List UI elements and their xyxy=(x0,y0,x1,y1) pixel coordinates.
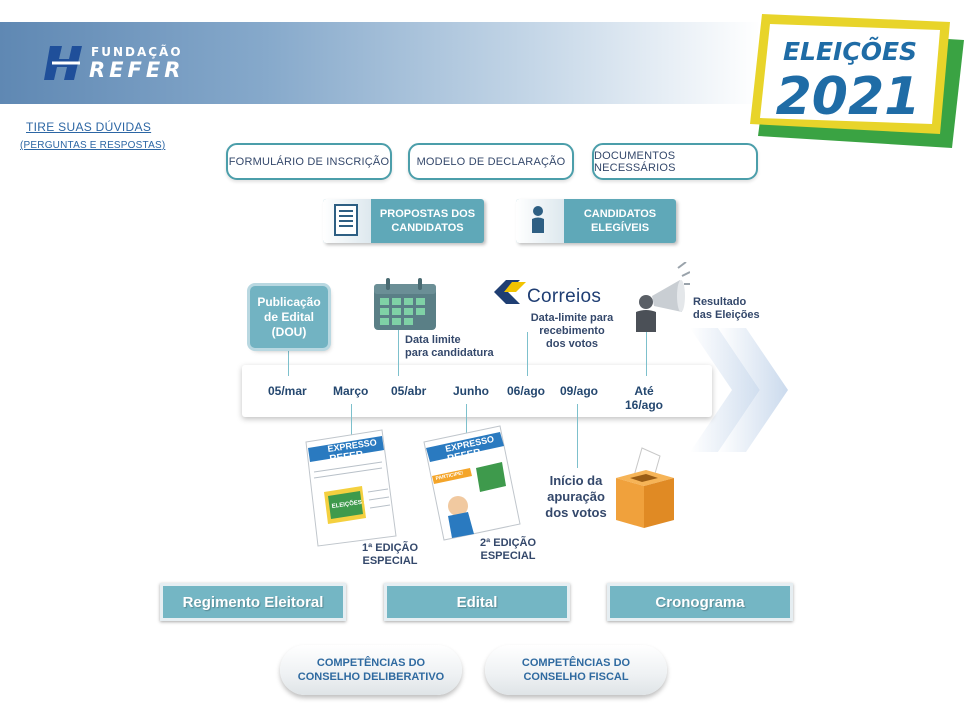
note-line: para candidatura xyxy=(405,347,494,359)
refer-logo-icon xyxy=(44,46,82,80)
magazine-subtitle: REFER xyxy=(329,449,365,465)
faq-sublink[interactable]: (PERGUNTAS E RESPOSTAS) xyxy=(20,140,166,151)
edition-line: ESPECIAL xyxy=(362,555,418,567)
timeline-date: 09/ago xyxy=(560,384,599,398)
magazine-banner: PARTICIPE! xyxy=(435,470,464,482)
registration-form-button[interactable]: FORMULÁRIO DE INSCRIÇÃO xyxy=(226,143,392,180)
required-documents-button[interactable]: DOCUMENTOS NECESSÁRIOS xyxy=(592,143,758,180)
magazine-edition1-image: EXPRESSO REFER ELEIÇÕES 2021 xyxy=(305,429,397,547)
timeline-band xyxy=(242,365,712,417)
votes-deadline-note: Data-limite para recebimento dos votos xyxy=(522,312,622,351)
logo-text-fundacao: FUNDAÇÃO xyxy=(91,45,183,59)
badge-year: 2021 xyxy=(776,67,921,127)
header-banner xyxy=(0,22,760,104)
logo-text-refer: REFER xyxy=(89,58,185,82)
fiscal-council-button[interactable]: COMPETÊNCIAS DO CONSELHO FISCAL xyxy=(485,645,667,695)
button-line: COMPETÊNCIAS DO xyxy=(316,657,426,669)
magazine-edition2-image: EXPRESSO REFER PARTICIPE! xyxy=(423,425,521,541)
person-icon xyxy=(516,199,564,243)
edition1-label: 1ª EDIÇÃO ESPECIAL xyxy=(362,542,418,568)
fundacao-refer-logo[interactable]: FUNDAÇÃO REFER xyxy=(44,44,204,84)
document-list-icon xyxy=(323,199,371,243)
badge-title: ELEIÇÕES xyxy=(783,36,917,66)
timeline-connector xyxy=(288,348,289,376)
candidacy-deadline-note: Data limite para candidatura xyxy=(405,334,494,360)
timeline-date: Março xyxy=(333,384,369,398)
timeline-connector xyxy=(527,332,528,376)
eligible-candidates-button[interactable]: CANDIDATOS ELEGÍVEIS xyxy=(516,199,676,243)
eleicoes-2021-badge: ELEIÇÕES 2021 xyxy=(750,14,964,148)
timeline-date: 05/abr xyxy=(391,384,427,398)
calendar-icon xyxy=(374,278,436,330)
electoral-regulations-button[interactable]: Regimento Eleitoral xyxy=(160,583,346,621)
note-line: dos votos xyxy=(546,338,598,350)
megaphone-announcer-icon xyxy=(636,262,690,332)
note-line: apuração xyxy=(547,489,605,504)
candidate-proposals-label: PROPOSTAS DOS CANDIDATOS xyxy=(379,208,476,234)
timeline-connector xyxy=(577,404,578,468)
timeline-connector xyxy=(398,328,399,376)
timeline-connector xyxy=(646,332,647,376)
correios-logo-icon xyxy=(494,280,526,304)
edition-line: 1ª EDIÇÃO xyxy=(362,542,419,554)
button-line: CONSELHO FISCAL xyxy=(523,671,629,683)
timeline-date: Junho xyxy=(453,384,489,398)
note-line: Início da xyxy=(549,473,603,488)
note-line: Resultado xyxy=(693,296,747,308)
eligible-candidates-label: CANDIDATOS ELEGÍVEIS xyxy=(583,208,657,234)
timeline-connector xyxy=(351,404,352,444)
note-line: recebimento xyxy=(539,325,605,337)
publication-box: Publicação de Edital (DOU) xyxy=(250,286,328,348)
edital-button[interactable]: Edital xyxy=(384,583,570,621)
correios-brand: Correios xyxy=(527,286,602,307)
candidate-proposals-button[interactable]: PROPOSTAS DOS CANDIDATOS xyxy=(323,199,484,243)
edition-line: ESPECIAL xyxy=(480,550,536,562)
timeline-date: 06/ago xyxy=(507,384,546,398)
election-results-note: Resultado das Eleições xyxy=(693,296,760,322)
note-line: das Eleições xyxy=(693,309,760,321)
deliberative-council-button[interactable]: COMPETÊNCIAS DO CONSELHO DELIBERATIVO xyxy=(280,645,462,695)
vote-counting-note: Início da apuração dos votos xyxy=(540,473,612,521)
button-line: COMPETÊNCIAS DO xyxy=(521,657,631,669)
ballot-box-icon xyxy=(616,447,674,528)
timeline-date: 05/mar xyxy=(268,384,307,398)
note-line: Data-limite para xyxy=(530,312,614,324)
button-line: CONSELHO DELIBERATIVO xyxy=(297,671,445,683)
faq-link[interactable]: TIRE SUAS DÚVIDAS xyxy=(26,120,152,134)
timeline-date: Até 16/ago xyxy=(624,384,663,412)
schedule-button[interactable]: Cronograma xyxy=(607,583,793,621)
declaration-model-button[interactable]: MODELO DE DECLARAÇÃO xyxy=(408,143,574,180)
timeline-arrow-chevrons xyxy=(690,328,788,452)
timeline-connector xyxy=(466,404,467,440)
edition2-label: 2ª EDIÇÃO ESPECIAL xyxy=(480,537,536,563)
note-line: dos votos xyxy=(545,505,607,520)
edition-line: 2ª EDIÇÃO xyxy=(480,537,537,549)
note-line: Data limite xyxy=(405,334,461,346)
